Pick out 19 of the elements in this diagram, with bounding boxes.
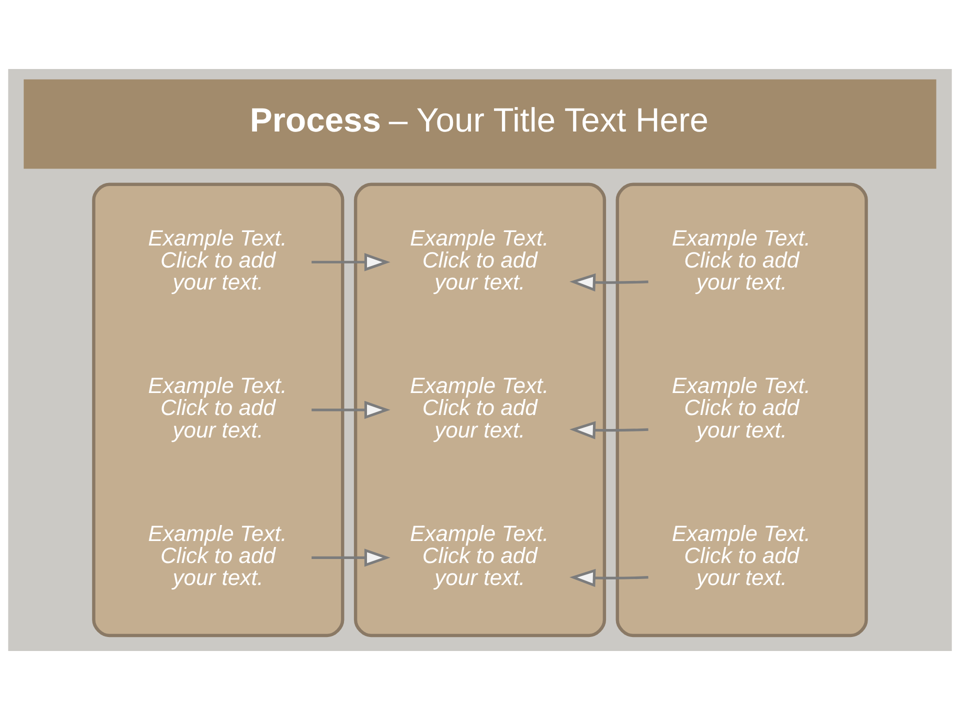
arrow [312,253,390,272]
arrow [570,421,648,440]
cluster [616,182,868,638]
node-text: Example Text. Click to add your text. [672,225,811,294]
node-text: Example Text. Click to add your text. [672,373,811,442]
arrow [312,548,390,567]
node-text: Example Text. Click to add your text. [148,373,287,442]
arrow [570,568,648,588]
cluster [354,182,606,638]
arrow [570,273,648,292]
node-text: Example Text. Click to add your text. [410,373,549,442]
arrow [312,400,390,419]
node-text: Example Text. Click to add your text. [410,520,549,590]
node-text: Example Text. Click to add your text. [410,225,549,294]
node-text: Example Text. Click to add your text. [148,225,287,294]
node-text: Example Text. Click to add your text. [148,520,287,590]
diagram-title: Process – Your Title Text Here [250,102,709,140]
node-text: Example Text. Click to add your text. [672,520,811,590]
cluster [92,182,344,638]
